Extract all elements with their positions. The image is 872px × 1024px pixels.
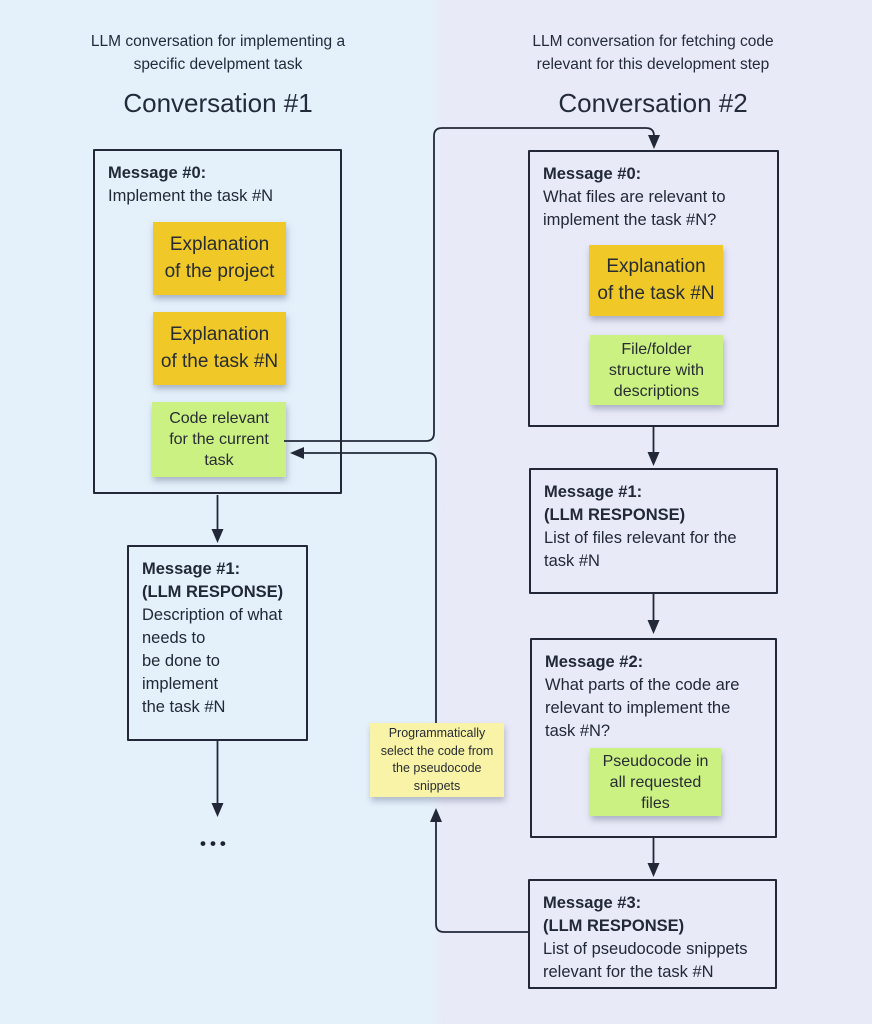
conv1-message1-body: Description of what needs to be done to … — [142, 606, 283, 716]
conv1-message0-heading: Message #0: — [108, 164, 207, 182]
sticky-explanation-task-conv2: Explanation of the task #N — [589, 245, 723, 316]
conv2-message0-heading: Message #0: — [543, 165, 642, 183]
conv1-message1-heading: Message #1: (LLM RESPONSE) — [142, 560, 284, 601]
left-column-header: LLM conversation for implementing a spec… — [90, 33, 346, 73]
conv2-message0-body: What files are relevant to implement the… — [543, 188, 726, 229]
conv1-message0-box: Message #0: Implement the task #N Explan… — [93, 149, 342, 494]
right-column-title: Conversation #2 — [558, 88, 748, 118]
sticky-explanation-project: Explanation of the project — [153, 222, 286, 295]
conv2-message2-box: Message #2: What parts of the code are r… — [530, 638, 777, 838]
sticky-pseudocode-files: Pseudocode in all requested files — [590, 748, 721, 816]
conversation1-continues-ellipsis: ••• — [200, 834, 230, 853]
conv1-message0-body: Implement the task #N — [108, 187, 274, 205]
conv2-message1-heading: Message #1: (LLM RESPONSE) — [544, 483, 686, 524]
right-column-header: LLM conversation for fetching code relev… — [532, 33, 774, 73]
conv2-message3-box: Message #3: (LLM RESPONSE) List of pseud… — [528, 879, 777, 989]
sticky-explanation-task: Explanation of the task #N — [153, 312, 286, 385]
conv1-message1-box: Message #1: (LLM RESPONSE) Description o… — [127, 545, 308, 741]
arrow-conv2-msg3-to-note — [430, 808, 528, 933]
sticky-file-folder-structure: File/folder structure with descriptions — [590, 335, 723, 405]
left-column-title: Conversation #1 — [123, 88, 313, 118]
conv2-message1-box: Message #1: (LLM RESPONSE) List of files… — [529, 468, 778, 594]
conv2-message2-body: What parts of the code are relevant to i… — [545, 676, 740, 740]
conv2-message3-heading: Message #3: (LLM RESPONSE) — [543, 894, 685, 935]
conv2-message3-body: List of pseudocode snippets relevant for… — [543, 940, 748, 981]
conv2-message2-heading: Message #2: — [545, 653, 644, 671]
sticky-programmatic-select-note: Programmatically select the code from th… — [370, 723, 504, 797]
conv2-message0-box: Message #0: What files are relevant to i… — [528, 150, 779, 427]
sticky-code-relevant: Code relevant for the current task — [152, 402, 286, 477]
conv2-message1-body: List of files relevant for the task #N — [544, 529, 737, 570]
